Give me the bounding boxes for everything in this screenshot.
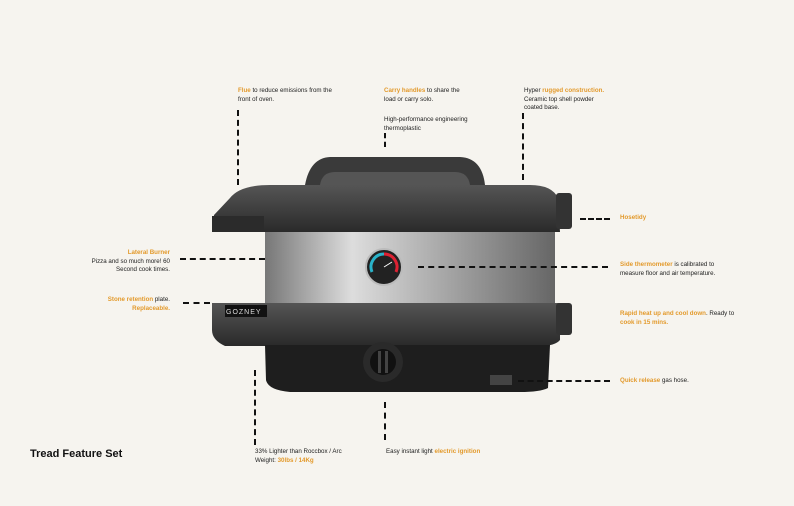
callout-line — [522, 113, 524, 180]
callout-line — [418, 266, 608, 268]
callout-line — [518, 380, 610, 382]
callout-stone: Stone retention plate.Replaceable. — [107, 296, 170, 312]
callout-ignition: Easy instant light electric ignition — [386, 448, 481, 455]
callout-quick-release: Quick release gas hose. — [620, 377, 689, 384]
callout-line — [580, 218, 610, 220]
callout-thermometer: Side thermometer is calibrated to measur… — [620, 261, 716, 277]
callout-line — [237, 110, 239, 185]
callout-rugged: Hyper rugged construction. Ceramic top s… — [524, 87, 605, 111]
callout-carry: Carry handles to share the load or carry… — [384, 87, 460, 103]
callout-rapid: Rapid heat up and cool down. Ready to co… — [620, 310, 735, 326]
callout-line — [254, 370, 256, 445]
callout-line — [384, 402, 386, 440]
page-title: Tread Feature Set — [30, 448, 123, 460]
brand-logo: GOZNEY — [226, 309, 262, 316]
callout-flue: Flue to reduce emissions from the front … — [238, 87, 332, 103]
callout-line — [180, 258, 265, 260]
callout-line — [183, 302, 210, 304]
callout-line — [384, 133, 386, 147]
callout-plastic: High-performance engineering thermoplast… — [384, 116, 468, 132]
callout-hosetidy: Hosetidy — [620, 214, 647, 221]
